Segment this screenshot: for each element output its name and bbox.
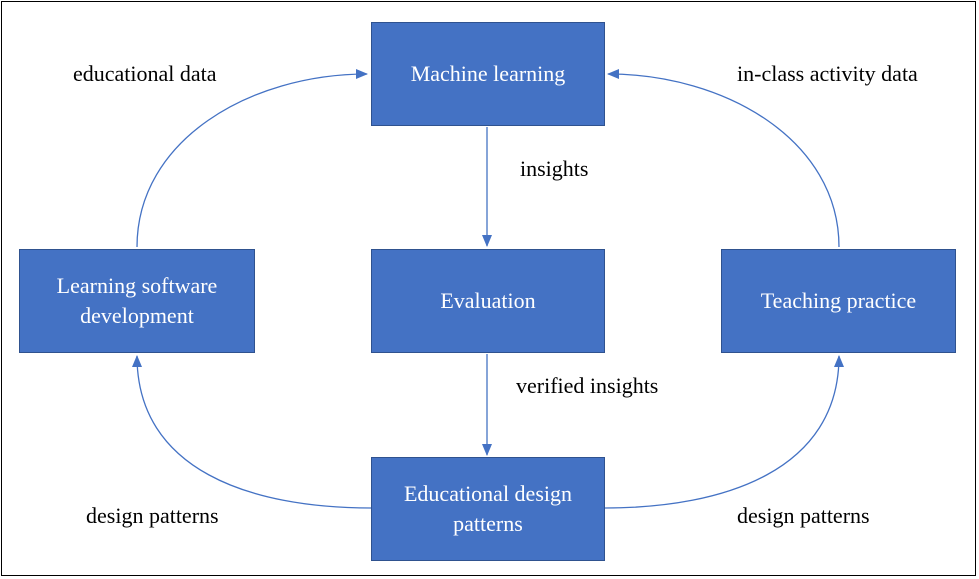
node-educational-design-patterns-label: Educational design patterns bbox=[403, 481, 572, 536]
label-design-patterns-left: design patterns bbox=[86, 503, 219, 528]
label-in-class-activity-data: in-class activity data bbox=[737, 61, 918, 86]
node-educational-design-patterns: Educational design patterns bbox=[371, 457, 605, 561]
label-educational-data: educational data bbox=[73, 61, 217, 86]
label-verified-insights: verified insights bbox=[516, 373, 659, 398]
node-learning-software-label: Learning software development bbox=[56, 273, 218, 328]
arrow-software-to-ml bbox=[136, 69, 368, 248]
node-teaching-practice: Teaching practice bbox=[721, 249, 956, 353]
node-evaluation: Evaluation bbox=[371, 249, 605, 353]
node-learning-software-development: Learning software development bbox=[19, 249, 255, 353]
label-design-patterns-right: design patterns bbox=[737, 503, 870, 528]
node-machine-learning: Machine learning bbox=[371, 22, 605, 126]
node-machine-learning-label: Machine learning bbox=[410, 61, 566, 86]
arrow-patterns-to-teaching bbox=[604, 355, 844, 509]
node-teaching-practice-label: Teaching practice bbox=[760, 288, 917, 313]
label-insights: insights bbox=[520, 156, 589, 181]
node-evaluation-label: Evaluation bbox=[440, 288, 536, 313]
arrow-patterns-to-software bbox=[132, 355, 372, 509]
arrow-teaching-to-ml bbox=[607, 69, 840, 248]
